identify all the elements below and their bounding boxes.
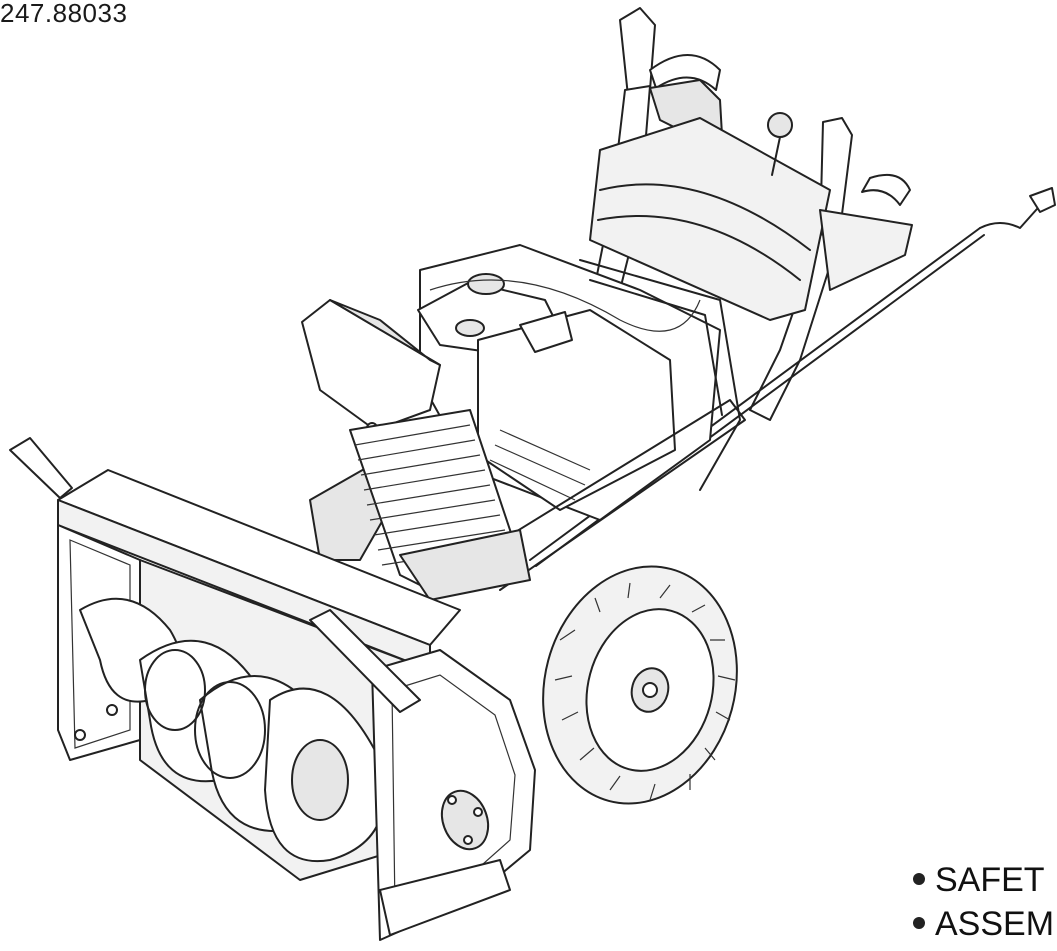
contents-item-safety: SAFET	[913, 858, 1054, 902]
contents-list: SAFET ASSEM	[913, 858, 1054, 946]
handlebar-assembly	[587, 7, 913, 421]
auger-housing	[9, 437, 536, 941]
model-number: 247.88033	[0, 0, 128, 28]
discharge-chute	[301, 299, 531, 601]
bullet-icon	[913, 873, 925, 886]
bullet-icon	[913, 917, 925, 930]
frame	[469, 259, 746, 591]
drive-wheel	[542, 565, 738, 805]
contents-item-assembly: ASSEM	[913, 902, 1054, 946]
